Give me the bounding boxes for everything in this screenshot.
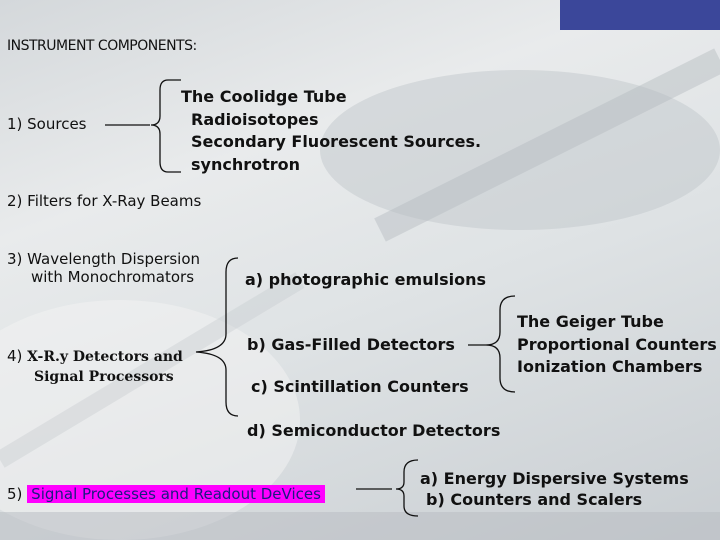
detectors-number: 4) xyxy=(7,347,28,365)
gas-filled-list: The Geiger Tube Proportional Counters Io… xyxy=(517,311,717,379)
wavelength-label-line2: with Monochromators xyxy=(31,268,195,286)
gas-filled-item: The Geiger Tube xyxy=(517,312,664,331)
detectors-brace xyxy=(195,257,239,417)
gas-filled-brace xyxy=(485,295,516,393)
signal-number: 5) xyxy=(7,485,28,503)
signal-item: a) Energy Dispersive Systems xyxy=(420,469,689,488)
sources-item: The Coolidge Tube xyxy=(181,87,347,106)
signal-highlight: Signal Processes and Readout DeVices xyxy=(27,485,325,503)
detector-type-b: b) Gas-Filled Detectors xyxy=(247,335,455,354)
detector-type-c: c) Scintillation Counters xyxy=(251,377,469,396)
gas-filled-item: Ionization Chambers xyxy=(517,357,703,377)
sources-item: Radioisotopes xyxy=(191,109,319,129)
sources-item: synchrotron xyxy=(191,155,301,175)
wavelength-label-line1: 3) Wavelength Dispersion xyxy=(7,250,201,268)
signal-brace xyxy=(395,459,419,517)
detectors-label-line1: 4) X-R.y Detectors and xyxy=(7,346,183,366)
detector-type-a: a) photographic emulsions xyxy=(245,270,486,289)
sources-list: The Coolidge Tube Radioisotopes Secondar… xyxy=(181,86,481,177)
signal-list: a) Energy Dispersive Systems b) Counters… xyxy=(420,469,689,511)
sources-item: Secondary Fluorescent Sources. xyxy=(191,132,482,152)
detectors-label-line2: Signal Processors xyxy=(34,369,174,385)
filters-label: 2) Filters for X-Ray Beams xyxy=(7,192,202,210)
sources-label: 1) Sources xyxy=(7,115,87,133)
page-title: INSTRUMENT COMPONENTS: xyxy=(7,38,197,54)
detector-type-d: d) Semiconductor Detectors xyxy=(247,421,501,440)
detectors-title: X-R.y Detectors and xyxy=(27,349,183,365)
signal-label: 5) Signal Processes and Readout DeVices xyxy=(7,485,325,503)
sources-brace xyxy=(150,79,181,173)
gas-filled-item: Proportional Counters xyxy=(517,334,717,354)
signal-item: b) Counters and Scalers xyxy=(426,489,643,509)
